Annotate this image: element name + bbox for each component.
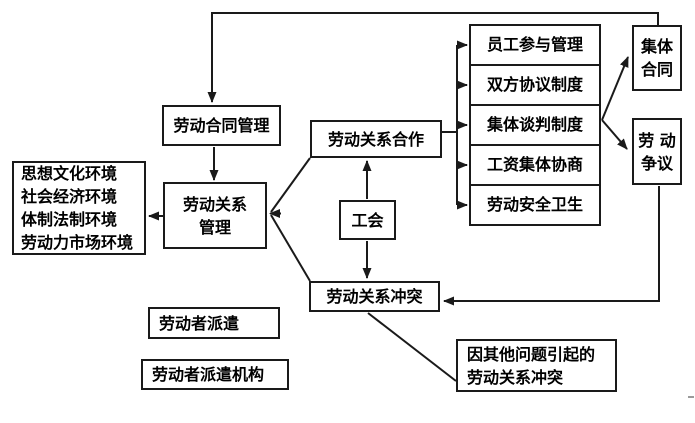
environment-line: 体制法制环境 xyxy=(21,210,118,229)
node-label: 劳动者派遣机构 xyxy=(152,365,265,384)
node-label-line1: 劳 动 xyxy=(638,130,676,150)
node-label: 劳动关系冲突 xyxy=(326,287,423,306)
node-label-line2: 劳动关系冲突 xyxy=(467,367,564,387)
node-collective-wage-negotiation: 工资集体协商 xyxy=(469,144,601,186)
arrow-collective-to-contract xyxy=(207,12,659,103)
node-other-problems-conflict: 因其他问题引起的 劳动关系冲突 xyxy=(456,339,617,392)
node-label: 工会 xyxy=(351,210,384,230)
node-environment-factors: 思想文化环境 社会经济环境 体制法制环境 劳动力市场环境 xyxy=(12,161,146,255)
line-conflict-to-management xyxy=(270,214,311,282)
node-label: 劳动合同管理 xyxy=(173,116,270,135)
node-label: 工资集体协商 xyxy=(486,155,583,174)
environment-line: 思想文化环境 xyxy=(21,164,118,183)
node-label-line1: 集体 xyxy=(640,37,673,56)
environment-line: 社会经济环境 xyxy=(21,187,118,206)
node-labor-relations-conflict: 劳动关系冲突 xyxy=(309,281,440,312)
node-label: 员工参与管理 xyxy=(486,35,583,54)
node-labor-safety-health: 劳动安全卫生 xyxy=(469,184,601,226)
node-label-line2: 争议 xyxy=(640,153,673,173)
node-collective-contract: 集体 合同 xyxy=(632,25,682,91)
node-labor-contract-management: 劳动合同管理 xyxy=(162,105,281,146)
node-label: 双方协议制度 xyxy=(486,75,583,94)
node-label-line2: 管理 xyxy=(198,217,231,237)
node-label: 劳动关系合作 xyxy=(327,129,424,149)
arrow-bargaining-to-labor-dispute xyxy=(601,119,628,150)
node-label: 劳动者派遣 xyxy=(159,313,240,333)
node-collective-bargaining-system: 集体谈判制度 xyxy=(469,104,601,146)
node-worker-dispatch-agency: 劳动者派遣机构 xyxy=(141,359,289,390)
node-worker-dispatch: 劳动者派遣 xyxy=(148,307,280,339)
node-bilateral-agreement-system: 双方协议制度 xyxy=(469,64,601,106)
node-label: 集体谈判制度 xyxy=(486,115,583,134)
line-conflict-to-other-conflict xyxy=(367,312,457,382)
node-labor-relations-cooperation: 劳动关系合作 xyxy=(310,120,442,158)
line-cooperation-to-management xyxy=(270,157,311,213)
environment-line: 劳动力市场环境 xyxy=(21,233,134,252)
node-label-line1: 劳动关系 xyxy=(182,194,247,214)
arrow-dispute-to-conflict xyxy=(443,186,660,306)
arrow-bargaining-to-collective-contract xyxy=(601,56,629,121)
node-labor-dispute: 劳 动 争议 xyxy=(632,118,682,185)
node-employee-participation: 员工参与管理 xyxy=(469,24,601,66)
node-label-line2: 合同 xyxy=(640,60,673,79)
node-labor-relations-management: 劳动关系 管理 xyxy=(163,182,267,249)
node-label-line1: 因其他问题引起的 xyxy=(467,344,596,364)
node-label: 劳动安全卫生 xyxy=(486,195,583,214)
node-trade-union: 工会 xyxy=(339,200,396,240)
